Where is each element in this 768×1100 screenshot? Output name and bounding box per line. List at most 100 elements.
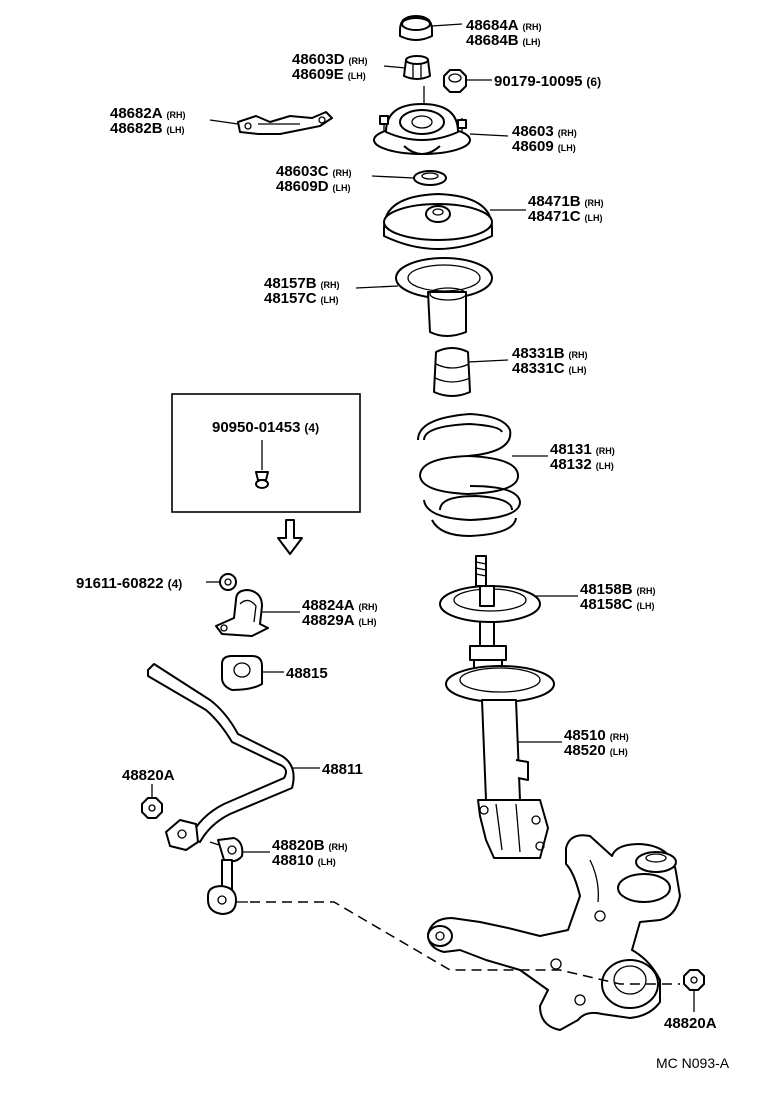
side-suffix: (LH) (167, 125, 185, 135)
side-suffix: (LH) (558, 143, 576, 153)
label-mount-nut: 90179-10095 (6) (494, 73, 601, 90)
strut-bearing (413, 170, 447, 186)
part-number: 48158C (580, 596, 633, 613)
side-suffix: (LH) (596, 461, 614, 471)
label-support: 48603 (RH) 48609 (LH) (512, 123, 577, 155)
part-number: 48609 (512, 138, 554, 155)
side-suffix: (RH) (637, 586, 656, 596)
leader-lines (151, 23, 695, 1012)
side-suffix: (RH) (558, 128, 577, 138)
label-bumper: 48331B(RH)48331C(LH) (512, 345, 588, 377)
label-strut: 48510 (RH) 48520 (LH) (564, 727, 629, 759)
part-number: 48810 (272, 852, 314, 869)
label-lower-seat: 48158B(RH)48158C(LH) (580, 581, 656, 613)
side-suffix: (RH) (349, 56, 368, 66)
quantity: (4) (168, 577, 183, 591)
label-knuckle-nut: 48820A (664, 1015, 717, 1032)
label-bolt: 91611-60822 (4) (76, 575, 182, 592)
part-number: 48603 (512, 123, 554, 140)
strut-support (373, 86, 471, 155)
dust-cap (399, 15, 433, 41)
side-suffix: (LH) (348, 71, 366, 81)
quantity: (6) (586, 75, 601, 89)
side-suffix: (LH) (523, 37, 541, 47)
part-labels: 48684A (RH) 48684B (LH) 48603D (RH) 48609E (LH… (76, 17, 730, 1071)
part-number: 48603C (276, 163, 329, 180)
part-number: 91611-60822 (76, 575, 164, 592)
stabilizer-link (207, 837, 248, 915)
side-suffix: (LH) (359, 617, 377, 627)
part-number: 48520 (564, 742, 606, 759)
part-number: 48609D (276, 178, 329, 195)
part-number: 48820A (122, 767, 175, 784)
label-bracket: 48682A(RH)48682B(LH) (110, 105, 186, 137)
part-number: 48157B (264, 275, 317, 292)
part-number: 48158B (580, 581, 633, 598)
side-suffix: (RH) (585, 198, 604, 208)
label-cap: 48684A (RH) 48684B (LH) (466, 17, 542, 49)
side-suffix: (RH) (596, 446, 615, 456)
part-number: 48682A (110, 105, 163, 122)
side-suffix: (RH) (359, 602, 378, 612)
stabilizer-link-nut (141, 797, 163, 819)
part-number: 48331C (512, 360, 565, 377)
part-number: 48815 (286, 665, 328, 682)
side-suffix: (RH) (329, 842, 348, 852)
part-number: 48131 (550, 441, 592, 458)
part-number: 48471B (528, 193, 581, 210)
part-number: 48684B (466, 32, 519, 49)
side-suffix: (LH) (321, 295, 339, 305)
side-suffix: (RH) (523, 22, 542, 32)
label-upper-nut: 48603D (RH) 48609E (LH) (292, 51, 368, 83)
stabilizer-bushing (221, 655, 263, 691)
lower-spring-seat (439, 585, 541, 623)
label-bushing: 48815 (286, 665, 328, 682)
label-bearing: 48603C (RH) 48609D (LH) (276, 163, 352, 195)
side-suffix: (LH) (333, 183, 351, 193)
label-link: 48820B (RH) 48810 (LH) (272, 837, 348, 869)
part-number: 48682B (110, 120, 163, 137)
strut-bracket (237, 111, 333, 135)
part-number: 90179-10095 (494, 73, 582, 90)
bound-stopper (433, 347, 471, 397)
label-box-bolt: 90950-01453 (4) (212, 419, 319, 436)
label-stab-bar: 48811 (322, 761, 363, 778)
mount-nut (443, 69, 467, 93)
detail-box (171, 393, 361, 513)
part-number: 48820B (272, 837, 325, 854)
steering-knuckle (427, 834, 681, 1031)
part-number: 90950-01453 (212, 419, 300, 436)
detail-arrow-icon (277, 519, 303, 555)
upper-spring-seat (383, 193, 493, 250)
side-suffix: (LH) (585, 213, 603, 223)
part-number: 48471C (528, 208, 581, 225)
part-number: 48132 (550, 456, 592, 473)
assembly-dashed-line (250, 901, 680, 985)
side-suffix: (LH) (610, 747, 628, 757)
part-number: 48609E (292, 66, 344, 83)
side-suffix: (RH) (321, 280, 340, 290)
side-suffix: (RH) (569, 350, 588, 360)
part-number: 48603D (292, 51, 345, 68)
label-insulator: 48157B(RH)48157C(LH) (264, 275, 340, 307)
part-number: 48829A (302, 612, 355, 629)
label-upper-seat: 48471B (RH) 48471C (LH) (528, 193, 604, 225)
knuckle-nut (683, 969, 705, 991)
quantity: (4) (304, 421, 319, 435)
label-spring: 48131 (RH) 48132 (LH) (550, 441, 615, 473)
part-number: 48684A (466, 17, 519, 34)
stabilizer-bar (147, 663, 295, 851)
part-number: 48331B (512, 345, 565, 362)
side-suffix: (RH) (333, 168, 352, 178)
part-number: 48811 (322, 761, 363, 778)
side-suffix: (LH) (318, 857, 336, 867)
spring-insulator (395, 257, 493, 337)
part-number: 48824A (302, 597, 355, 614)
coil-spring (417, 413, 521, 537)
side-suffix: (RH) (610, 732, 629, 742)
part-number: 48510 (564, 727, 606, 744)
upper-lock-nut (403, 55, 431, 80)
diagram-code: MC N093-A (656, 1055, 730, 1071)
clamp-bolt (219, 573, 237, 591)
